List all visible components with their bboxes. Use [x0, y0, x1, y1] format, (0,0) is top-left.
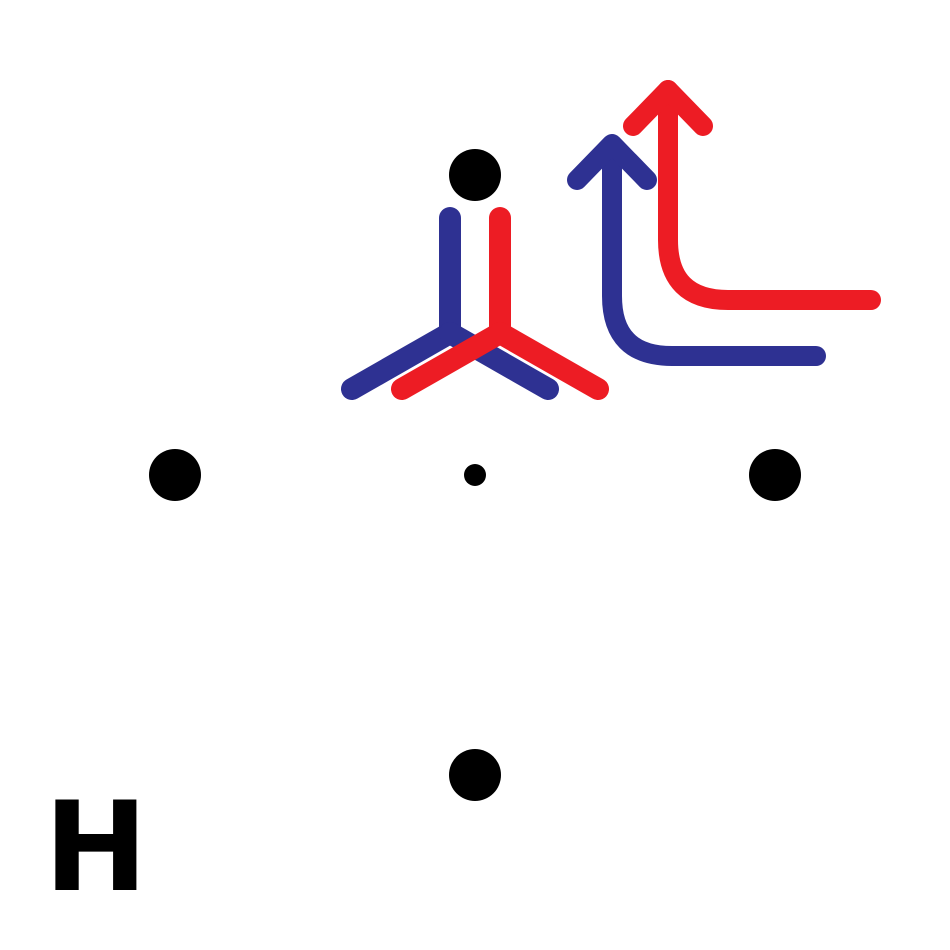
dot-right — [749, 449, 801, 501]
dot-bottom — [449, 749, 501, 801]
dot-center — [464, 464, 486, 486]
red-y-symbol — [391, 207, 609, 400]
blue-turn-arrow — [567, 134, 826, 366]
dot-left — [149, 449, 201, 501]
panel-label: H — [44, 776, 148, 920]
red-turn-arrow — [623, 80, 881, 310]
dot-top — [449, 149, 501, 201]
